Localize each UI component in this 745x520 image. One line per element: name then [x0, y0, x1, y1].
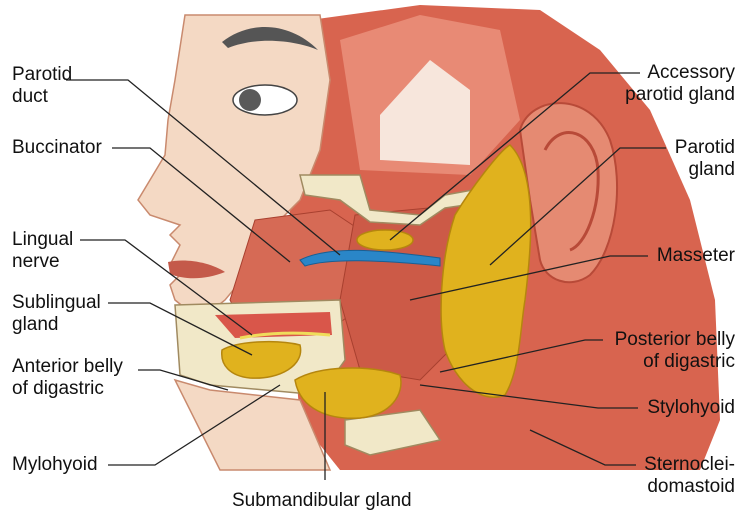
label-masseter: Masseter [657, 245, 735, 267]
label-anterior-belly-digastric: Anterior belly of digastric [12, 356, 123, 400]
label-parotid-gland: Parotid gland [675, 137, 735, 181]
label-posterior-belly-digastric: Posterior belly of digastric [615, 329, 735, 373]
label-parotid-duct: Parotid duct [12, 64, 72, 108]
label-buccinator: Buccinator [12, 137, 102, 159]
label-mylohyoid: Mylohyoid [12, 454, 98, 476]
label-accessory-parotid-gland: Accessory parotid gland [625, 62, 735, 106]
label-sublingual-gland: Sublingual gland [12, 292, 101, 336]
accessory-parotid-shape [357, 230, 413, 250]
label-lingual-nerve: Lingual nerve [12, 229, 73, 273]
label-stylohyoid: Stylohyoid [647, 397, 735, 419]
label-sternocleidomastoid: Sternoclei- domastoid [644, 454, 735, 498]
eye-iris [239, 89, 261, 111]
label-submandibular-gland: Submandibular gland [232, 490, 412, 512]
